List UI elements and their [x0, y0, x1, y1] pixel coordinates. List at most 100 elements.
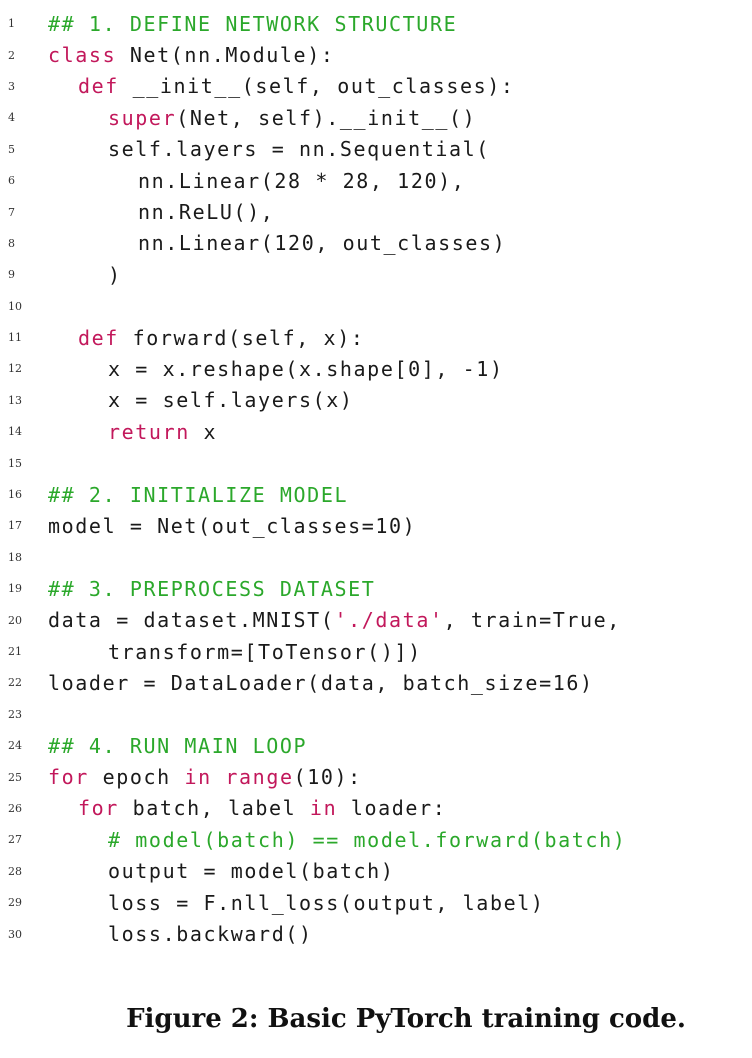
line-number: 1	[8, 17, 15, 31]
plain-token: loss = F.nll_loss(output, label)	[108, 890, 545, 915]
line-number: 21	[8, 645, 22, 658]
code-line: 28 output = model(batch)	[0, 856, 752, 887]
line-number: 20	[8, 613, 22, 627]
line-code: self.layers = nn.Sequential(	[108, 137, 490, 161]
line-number: 14	[8, 425, 22, 439]
line-code: model = Net(out_classes=10)	[48, 514, 416, 538]
keyword-token: in	[184, 765, 212, 790]
line-code: nn.ReLU(),	[138, 200, 274, 224]
line-number: 22	[8, 676, 22, 690]
string-token: './data'	[334, 608, 444, 633]
comment-token: ## 2. INITIALIZE MODEL	[48, 482, 349, 507]
plain-token: loader:	[337, 796, 447, 821]
code-line: 23	[0, 699, 752, 730]
plain-token: Net(nn.Module):	[116, 43, 335, 68]
line-number: 28	[8, 864, 22, 878]
line-number: 11	[8, 331, 22, 345]
code-line: 9)	[0, 259, 752, 290]
keyword-token: in	[309, 796, 338, 821]
line-number: 8	[8, 236, 15, 250]
comment-token: # model(batch) == model.forward(batch)	[108, 827, 627, 852]
line-code: ## 3. PREPROCESS DATASET	[48, 577, 375, 601]
code-line: 26 for batch, label in loader:	[0, 793, 752, 824]
line-number: 19	[8, 582, 22, 596]
code-line: 11 def forward(self, x):	[0, 322, 752, 353]
plain-token: transform=[ToTensor()])	[108, 639, 422, 664]
code-line: 18	[0, 542, 752, 573]
line-number: 30	[8, 927, 22, 941]
line-code: nn.Linear(28 * 28, 120),	[138, 169, 465, 193]
code-line: 27 # model(batch) == model.forward(batch)	[0, 824, 752, 855]
line-code: x = self.layers(x)	[108, 388, 354, 412]
line-number: 3	[8, 79, 15, 93]
line-number: 23	[8, 707, 22, 721]
keyword-token: super	[108, 105, 177, 130]
line-number: 26	[8, 801, 22, 815]
code-line: 16 ## 2. INITIALIZE MODEL	[0, 479, 752, 510]
line-code: loader = DataLoader(data, batch_size=16)	[48, 671, 594, 695]
plain-token: nn.Linear(120, out_classes)	[138, 231, 507, 256]
comment-token: ## 4. RUN MAIN LOOP	[48, 733, 308, 758]
keyword-token: for	[78, 796, 119, 821]
line-code: ## 2. INITIALIZE MODEL	[48, 483, 348, 507]
line-code: return x	[108, 420, 217, 444]
plain-token: (10):	[293, 765, 362, 790]
line-number: 16	[8, 488, 22, 502]
line-number: 27	[8, 833, 22, 847]
line-code: def __init__(self, out_classes):	[78, 74, 515, 98]
plain-token: (Net, self).__init__()	[176, 105, 477, 130]
code-line: 7 nn.ReLU(),	[0, 196, 752, 227]
line-code: class Net(nn.Module):	[48, 43, 334, 67]
code-line: 8 nn.Linear(120, out_classes)	[0, 228, 752, 259]
line-code: nn.Linear(120, out_classes)	[138, 231, 506, 255]
plain-token: data = dataset.MNIST(	[48, 608, 335, 633]
line-code: for epoch in range(10):	[48, 765, 362, 789]
line-number: 29	[8, 896, 22, 910]
line-code: loss.backward()	[108, 922, 313, 946]
plain-token: )	[108, 262, 122, 287]
code-line: 1 ## 1. DEFINE NETWORK STRUCTURE	[0, 8, 752, 39]
code-line: 24 ## 4. RUN MAIN LOOP	[0, 730, 752, 761]
line-number: 24	[8, 739, 22, 753]
line-number: 6	[8, 174, 15, 188]
code-line: 21 transform=[ToTensor()])	[0, 636, 752, 667]
line-code: output = model(batch)	[108, 859, 394, 883]
line-code: loss = F.nll_loss(output, label)	[108, 891, 545, 915]
line-code: x = x.reshape(x.shape[0], -1)	[108, 357, 504, 381]
keyword-token: return	[108, 419, 190, 444]
code-line: 20 data = dataset.MNIST('./data', train=T…	[0, 604, 752, 635]
code-line: 6 nn.Linear(28 * 28, 120),	[0, 165, 752, 196]
line-code: super(Net, self).__init__()	[108, 106, 476, 130]
plain-token: batch, label	[118, 796, 310, 821]
plain-token: x = self.layers(x)	[108, 388, 354, 413]
plain-token: self.layers = nn.Sequential(	[108, 137, 490, 162]
line-code: )	[108, 263, 122, 287]
plain-token: forward(self, x):	[118, 325, 365, 350]
code-line: 22 loader = DataLoader(data, batch_size=1…	[0, 667, 752, 698]
line-code: data = dataset.MNIST('./data', train=Tru…	[48, 608, 621, 632]
line-number: 7	[8, 205, 15, 219]
line-number: 18	[8, 550, 22, 564]
plain-token: loader = DataLoader(data, batch_size=16)	[48, 670, 594, 695]
code-line: 14 return x	[0, 416, 752, 447]
line-code: ## 1. DEFINE NETWORK STRUCTURE	[48, 12, 457, 36]
code-line: 10	[0, 291, 752, 322]
keyword-token: def	[78, 74, 119, 99]
keyword-token: def	[78, 325, 119, 350]
line-number: 5	[8, 142, 15, 156]
keyword-token: for	[48, 765, 89, 790]
keyword-token: class	[48, 43, 117, 68]
plain-token: __init__(self, out_classes):	[118, 74, 515, 99]
figure-caption: Figure 2: Basic PyTorch training code.	[126, 1004, 686, 1034]
code-line: 5 self.layers = nn.Sequential(	[0, 134, 752, 165]
plain-token: nn.ReLU(),	[138, 200, 275, 225]
code-line: 3 def __init__(self, out_classes):	[0, 71, 752, 102]
line-number: 10	[8, 299, 22, 313]
